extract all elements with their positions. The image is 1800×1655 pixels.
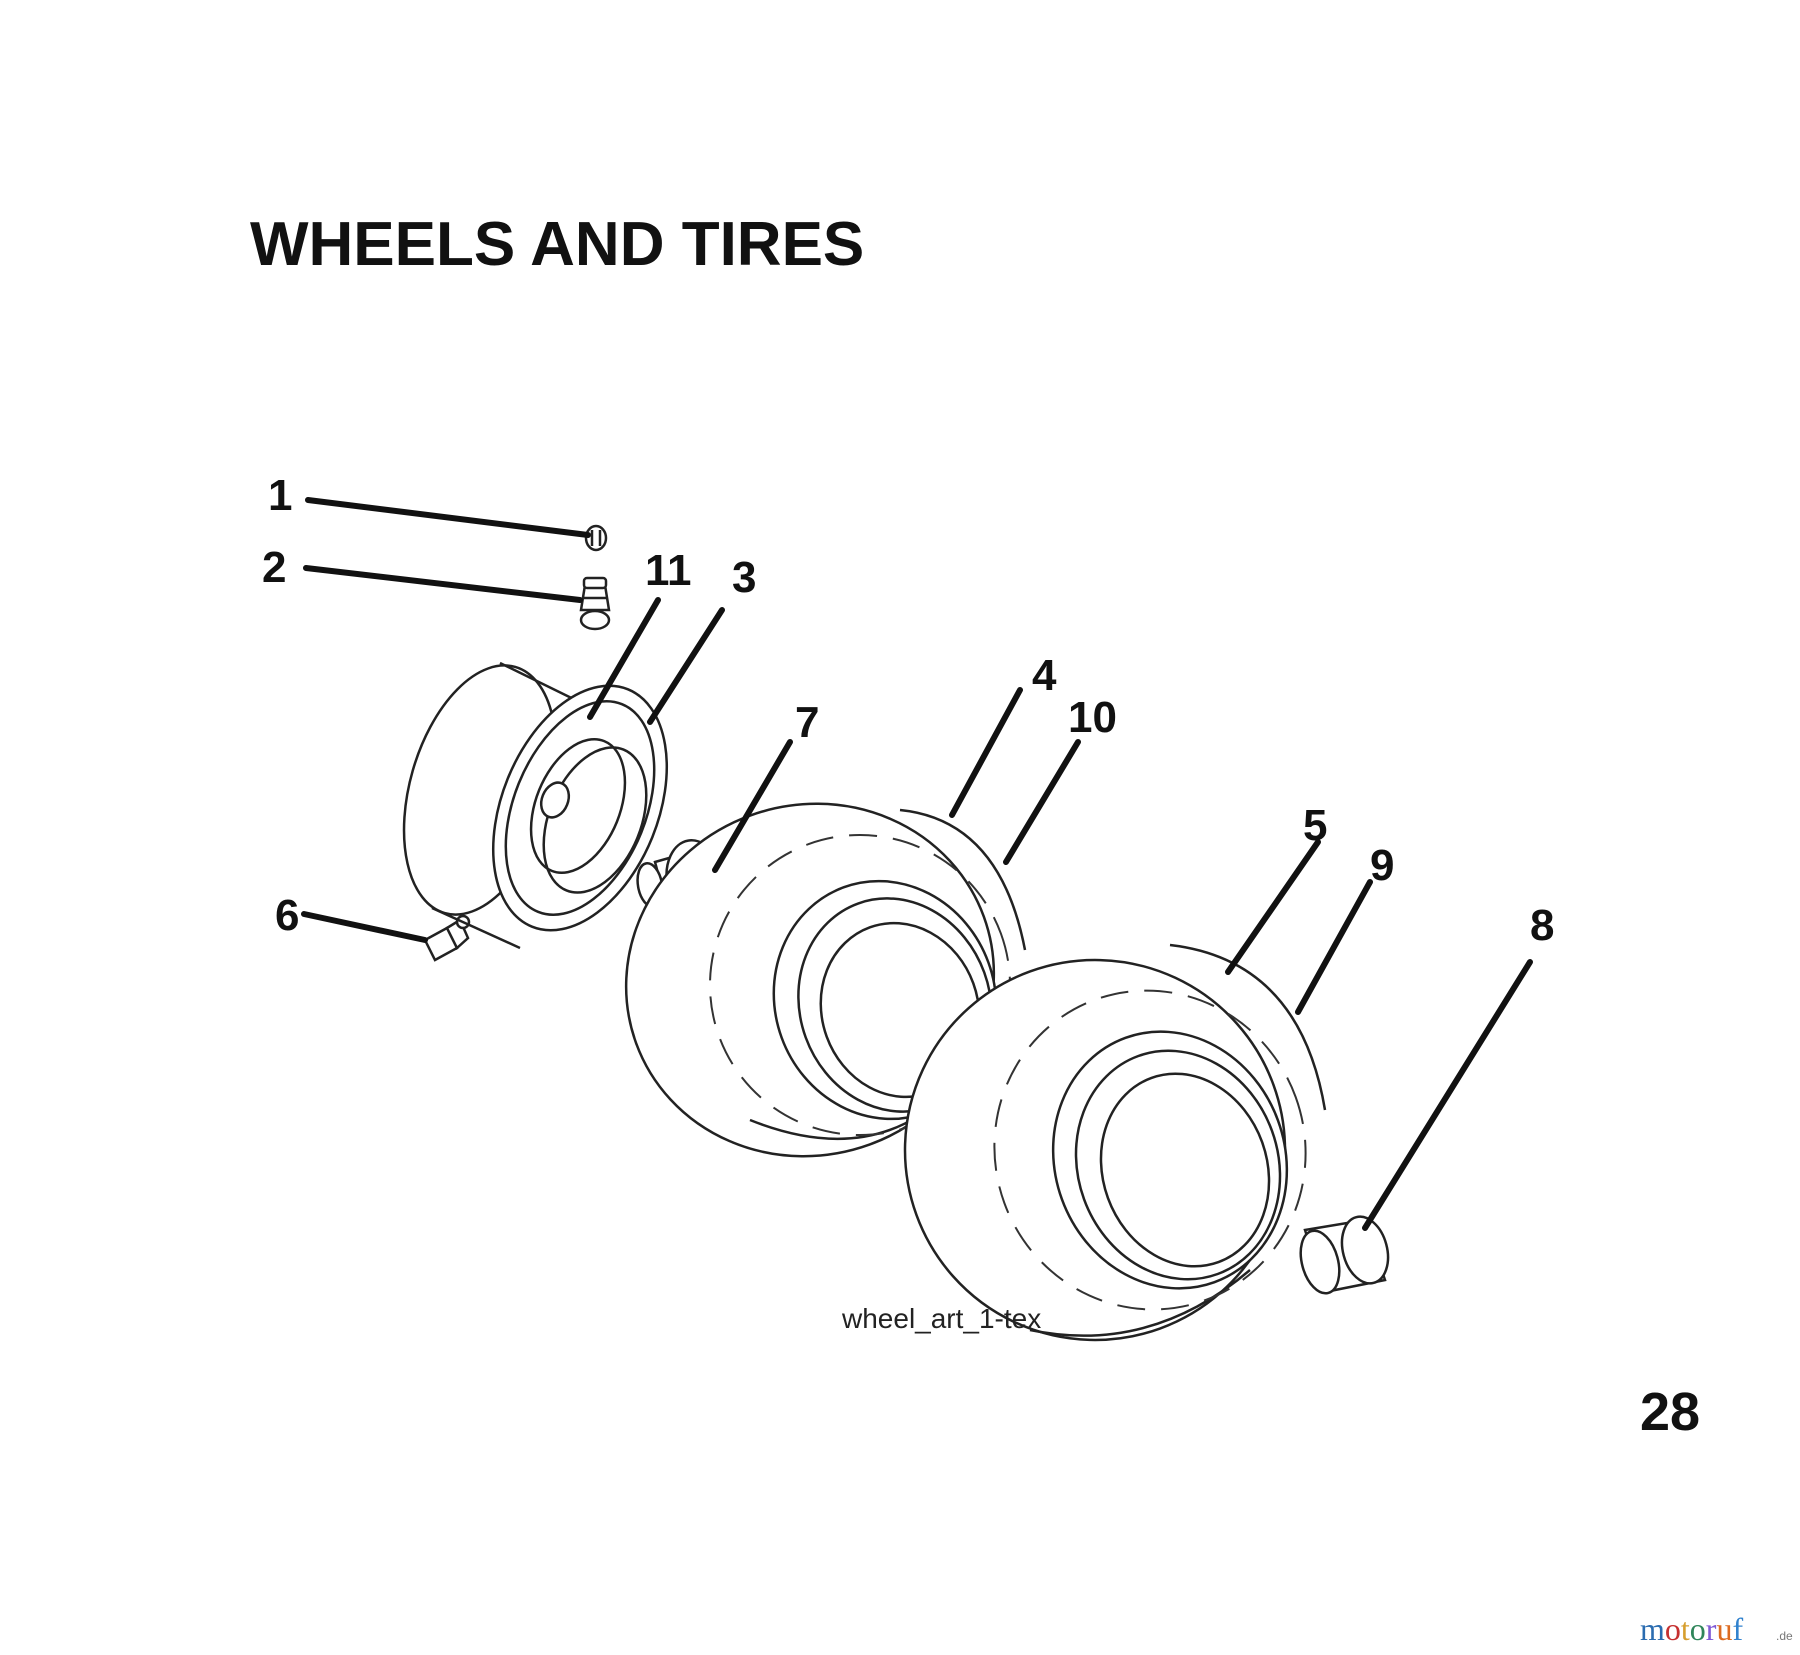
- art-reference-label: wheel_art_1-tex: [841, 1303, 1041, 1334]
- callout-2: 2: [262, 543, 286, 592]
- callout-9: 9: [1370, 841, 1394, 890]
- callout-6: 6: [275, 891, 299, 940]
- leader-lines: [301, 497, 1533, 1231]
- watermark-suffix: .de: [1776, 1629, 1793, 1643]
- watermark-letter: o: [1690, 1611, 1706, 1647]
- valve-stem-part: [579, 576, 611, 631]
- rim-part: [402, 661, 669, 950]
- callout-10: 10: [1068, 693, 1117, 742]
- valve-cap-part: [584, 524, 608, 552]
- watermark-letter: r: [1706, 1611, 1717, 1647]
- callout-3: 3: [732, 553, 756, 602]
- callout-5: 5: [1303, 801, 1327, 850]
- watermark-logo: motoruf .de: [1640, 1611, 1793, 1647]
- rear-tire-part: [903, 943, 1327, 1342]
- page-number: 28: [1640, 1382, 1700, 1442]
- callout-7: 7: [795, 698, 819, 747]
- watermark-letter: t: [1681, 1611, 1690, 1647]
- callout-1: 1: [268, 471, 292, 520]
- watermark-letter: o: [1665, 1611, 1681, 1647]
- grease-fitting-part: [423, 914, 471, 962]
- diagram-title: WHEELS AND TIRES: [250, 210, 864, 279]
- watermark-text: motoruf: [1640, 1611, 1743, 1647]
- watermark-letter: m: [1640, 1611, 1665, 1647]
- callout-4: 4: [1032, 651, 1057, 700]
- callout-8: 8: [1530, 901, 1554, 950]
- watermark-letter: u: [1716, 1611, 1732, 1647]
- watermark-letter: f: [1732, 1611, 1743, 1647]
- hub-cap-part: [1299, 1215, 1390, 1295]
- callout-11: 11: [645, 546, 692, 595]
